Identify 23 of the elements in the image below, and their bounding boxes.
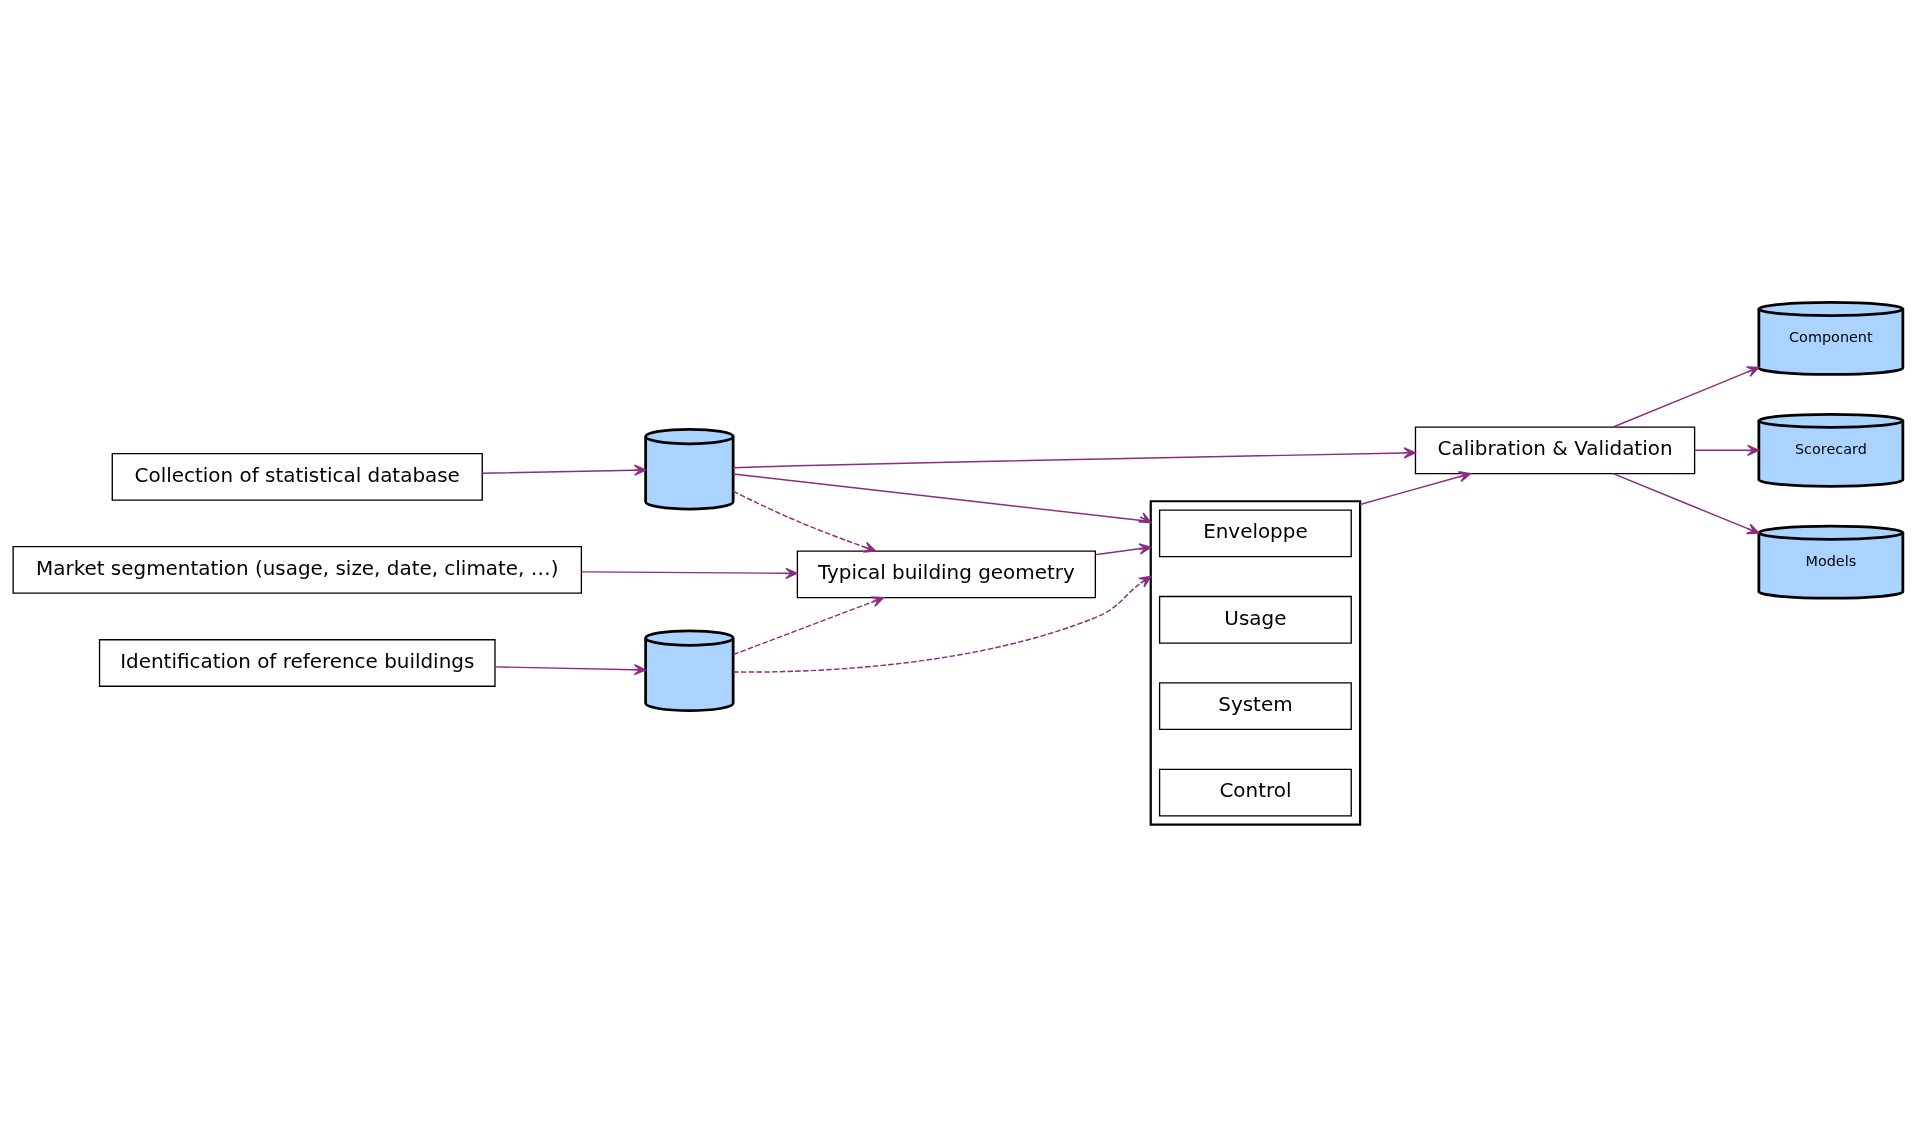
arrow <box>1612 472 1760 534</box>
arrow <box>732 446 1416 468</box>
arrow <box>1612 365 1760 428</box>
node-box: Enveloppe <box>1158 508 1352 557</box>
node-box: Usage <box>1158 595 1352 644</box>
arrow <box>732 472 1152 523</box>
node-box: Collection of statistical database <box>111 452 483 501</box>
arrow <box>732 575 1152 673</box>
node-box: Control <box>1158 768 1352 816</box>
node-box: Calibration & Validation <box>1414 425 1696 474</box>
node-box: System <box>1158 681 1352 730</box>
arrow <box>494 663 647 675</box>
arrow <box>580 567 798 579</box>
arrow <box>1694 444 1760 456</box>
arrow <box>1094 542 1152 555</box>
arrow <box>1359 470 1472 505</box>
node-box: Typical building geometry <box>796 549 1096 598</box>
cluster <box>1149 499 1362 826</box>
arrow <box>732 490 877 553</box>
node-box: Identification of reference buildings <box>98 638 496 687</box>
arrow <box>732 595 885 655</box>
node-box: Market segmentation (usage, size, date, climate, …) <box>12 545 583 594</box>
arrow <box>481 464 647 476</box>
